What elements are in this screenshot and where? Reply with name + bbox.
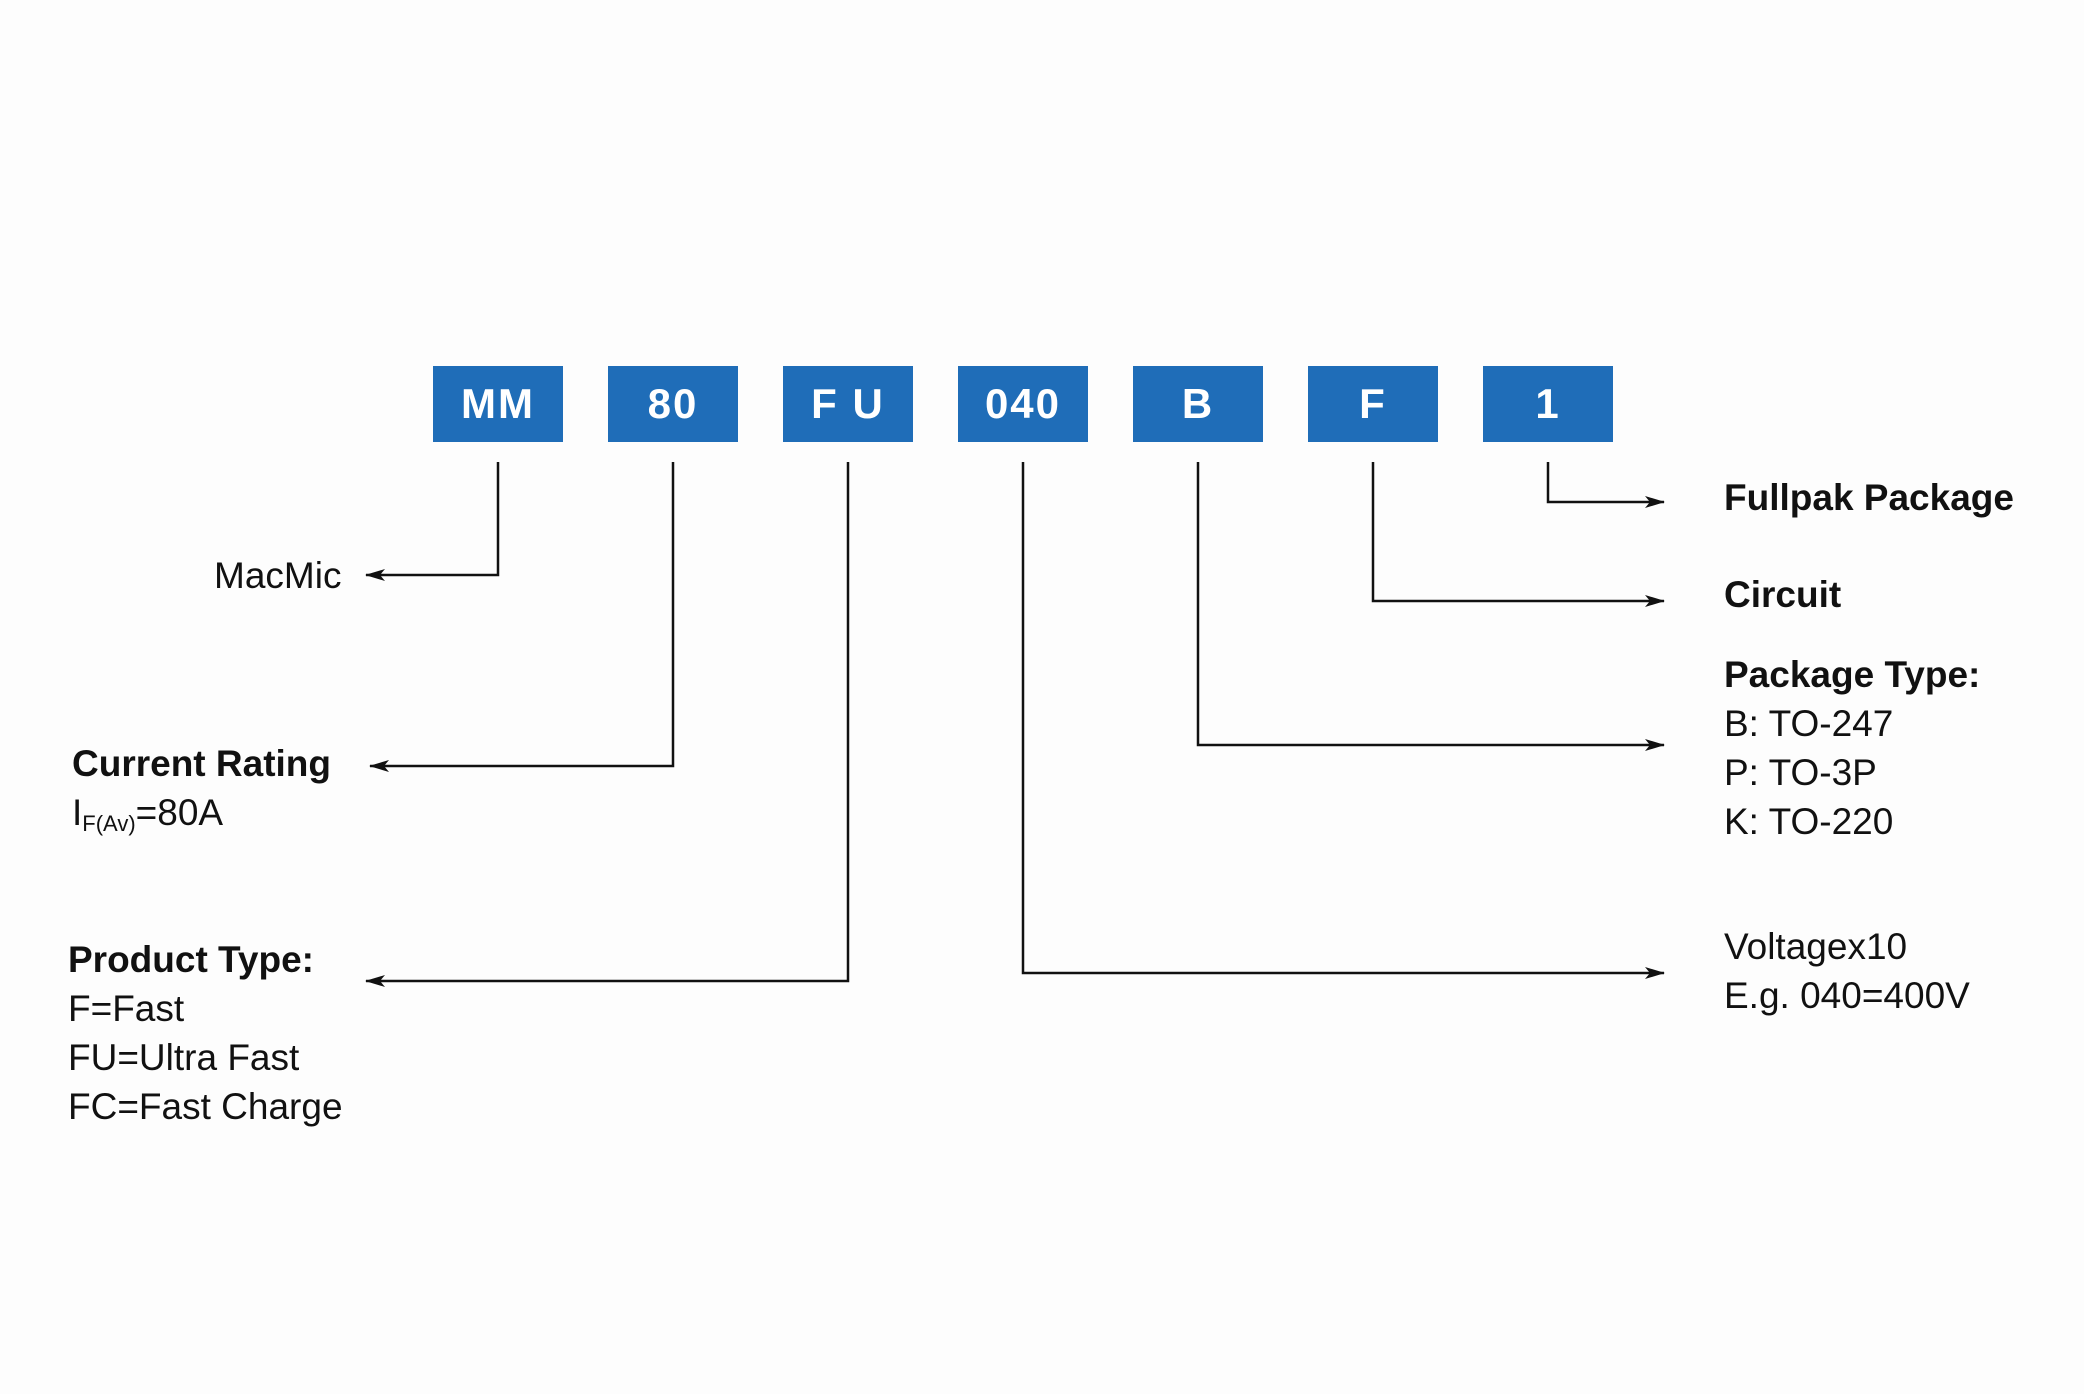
connector-1-to-fullpak — [1546, 462, 1665, 508]
product-type-heading: Product Type: — [68, 939, 314, 980]
circuit-label: Circuit — [1724, 570, 1841, 619]
connector-fu-to-product-type — [365, 462, 850, 987]
product-type-option: FU=Ultra Fast — [68, 1037, 300, 1078]
current-value: =80A — [135, 792, 224, 833]
connector-mm-to-manufacturer — [365, 462, 500, 581]
voltage-description: Voltagex10 — [1724, 926, 1908, 967]
product-type-option: FC=Fast Charge — [68, 1086, 343, 1127]
code-box-fu: F U — [783, 366, 913, 442]
current-symbol-subscript: F(Av) — [82, 811, 136, 836]
connector-80-to-current-rating — [369, 462, 675, 772]
fullpak-label: Fullpak Package — [1724, 473, 2014, 522]
code-box-f: F — [1308, 366, 1438, 442]
current-rating-label: Current Rating IF(Av)=80A — [72, 739, 331, 837]
voltage-label: Voltagex10 E.g. 040=400V — [1724, 922, 1970, 1020]
product-type-option: F=Fast — [68, 988, 185, 1029]
code-box-040: 040 — [958, 366, 1088, 442]
package-type-option: K: TO-220 — [1724, 801, 1894, 842]
current-symbol: I — [72, 792, 83, 833]
package-type-option: B: TO-247 — [1724, 703, 1894, 744]
code-box-b: B — [1133, 366, 1263, 442]
code-box-80: 80 — [608, 366, 738, 442]
package-type-heading: Package Type: — [1724, 654, 1981, 695]
voltage-example: E.g. 040=400V — [1724, 975, 1970, 1016]
manufacturer-text: MacMic — [214, 555, 342, 596]
connector-f-to-circuit — [1371, 462, 1665, 607]
circuit-heading: Circuit — [1724, 574, 1842, 615]
package-type-label: Package Type: B: TO-247 P: TO-3P K: TO-2… — [1724, 650, 1980, 846]
code-box-mm: MM — [433, 366, 563, 442]
product-type-label: Product Type: F=Fast FU=Ultra Fast FC=Fa… — [68, 935, 343, 1131]
connector-b-to-package-type — [1196, 462, 1665, 751]
connector-040-to-voltage — [1021, 462, 1665, 979]
fullpak-heading: Fullpak Package — [1724, 477, 2014, 518]
current-rating-value: IF(Av)=80A — [72, 788, 331, 837]
current-rating-heading: Current Rating — [72, 743, 331, 784]
code-box-1: 1 — [1483, 366, 1613, 442]
package-type-option: P: TO-3P — [1724, 752, 1877, 793]
manufacturer-label: MacMic — [214, 551, 341, 600]
